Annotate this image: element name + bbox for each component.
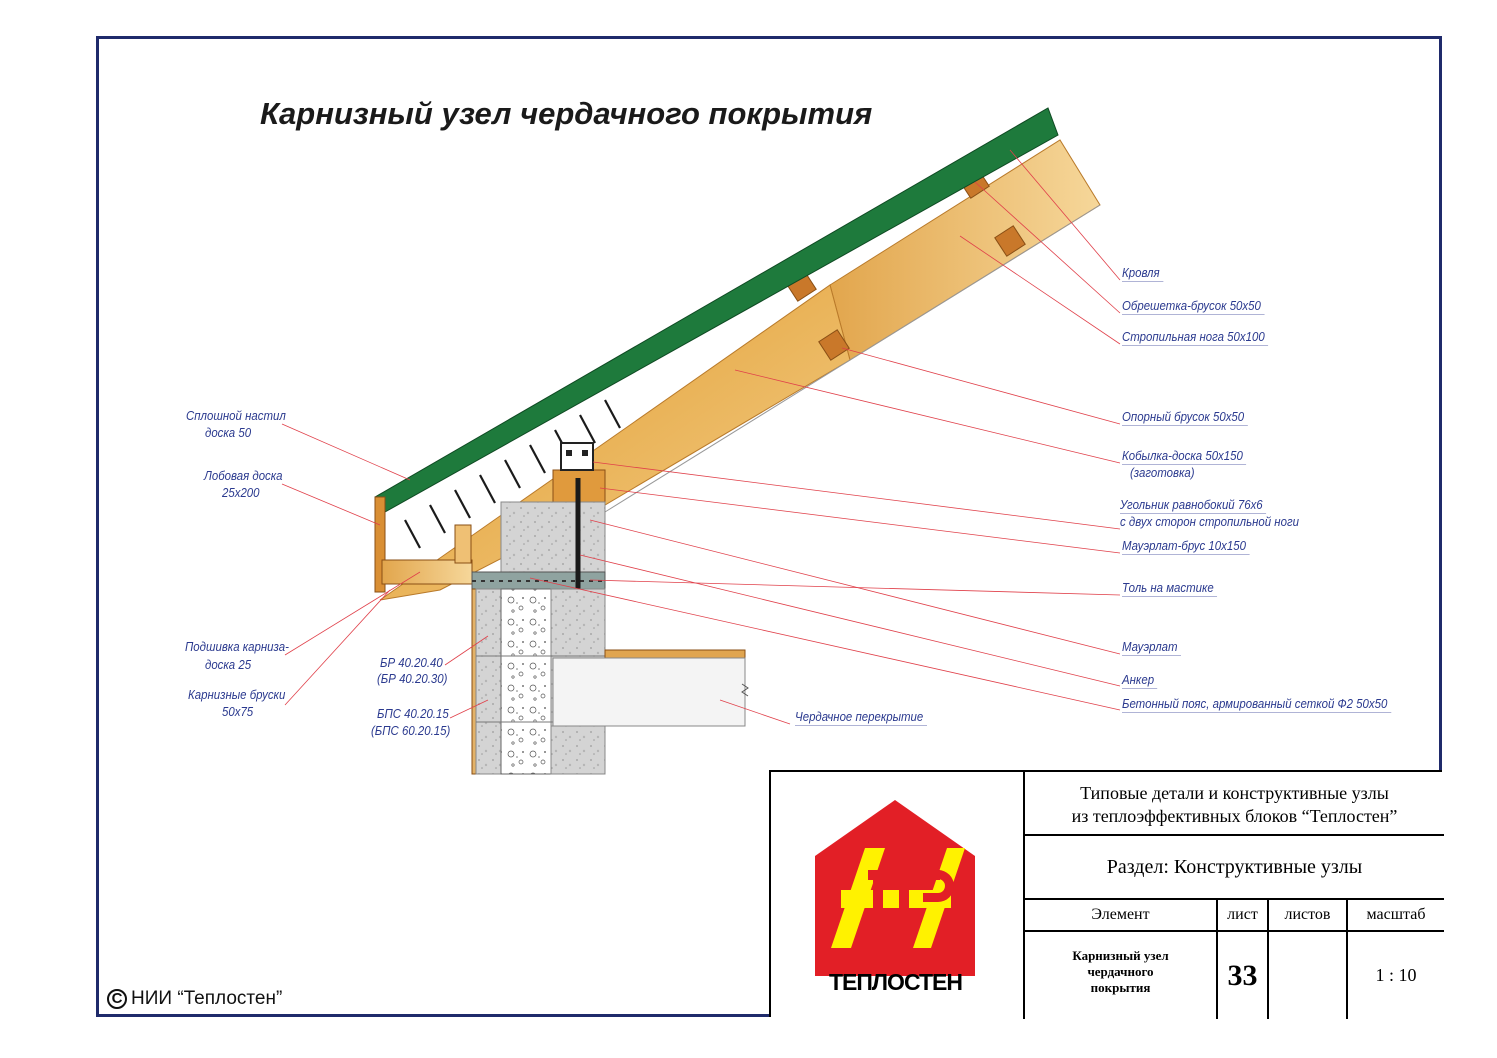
element-name-line-1: Карнизный узел <box>1072 948 1169 963</box>
roof-covering <box>374 107 1059 513</box>
wall-block-br <box>475 588 502 775</box>
copyright: C НИИ “Теплостен” <box>107 988 282 1010</box>
label-ugolnik-1: Угольник равнобокий 76х6 <box>1120 496 1267 514</box>
label-tol: Толь на мастике <box>1122 579 1218 597</box>
element-name-line-3: покрытия <box>1090 980 1151 995</box>
label-mauerlat-brus: Мауэрлат-брус 10х150 <box>1122 537 1250 555</box>
leader-lines <box>281 149 1121 725</box>
drawing-title: Карнизный узел чердачного покрытия <box>260 96 873 131</box>
floor-slab-top <box>604 649 746 659</box>
stamp-heading-1: Типовые детали и конструктивные узлы <box>1080 782 1389 803</box>
copyright-icon: C <box>107 989 127 1009</box>
cornice-post <box>454 524 472 564</box>
attic-floor-slab <box>552 657 746 727</box>
col-scale: масштаб <box>1366 906 1426 923</box>
support-batten <box>818 329 850 361</box>
title-block: ТЕПЛОСТЕН Типовые детали и конструктивны… <box>769 770 1444 1019</box>
label-br-2: (БР 40.20.30) <box>377 671 448 686</box>
fascia-board <box>374 496 386 593</box>
support-batten <box>994 225 1026 257</box>
label-obreshetka: Обрешетка-брусок 50х50 <box>1122 297 1265 315</box>
sheet-number: 33 <box>1227 958 1258 992</box>
label-ugolnik-2: с двух сторон стропильной ноги <box>1120 514 1299 529</box>
label-mauerlat: Мауэрлат <box>1122 638 1182 656</box>
label-lobovaya-2: 25х200 <box>222 485 260 500</box>
label-lobovaya-1: Лобовая доска <box>204 468 283 483</box>
label-stropilnaya: Стропильная нога 50х100 <box>1122 328 1269 346</box>
label-perekrytie: Чердачное перекрытие <box>795 708 927 726</box>
wall-block-upper <box>500 501 606 573</box>
label-krovlya: Кровля <box>1122 264 1164 282</box>
label-beton: Бетонный пояс, армированный сеткой Ф2 50… <box>1122 695 1391 713</box>
col-element: Элемент <box>1091 906 1150 923</box>
label-nastil-2: доска 50 <box>205 425 252 440</box>
rafter-lower <box>379 284 851 601</box>
scale-value: 1 : 10 <box>1375 965 1417 985</box>
stamp-section: Раздел: Конструктивные узлы <box>1106 855 1363 878</box>
col-listov: листов <box>1284 906 1331 923</box>
label-nastil-1: Сплошной настил <box>186 408 286 423</box>
copyright-text: НИИ “Теплостен” <box>131 988 283 1009</box>
label-bruski-1: Карнизные бруски <box>188 687 286 702</box>
stamp-heading-2: из теплоэффективных блоков “Теплостен” <box>1071 805 1398 826</box>
angle-bracket <box>560 442 594 471</box>
label-bps-1: БПС 40.20.15 <box>377 706 449 721</box>
element-name-line-2: чердачного <box>1087 964 1154 979</box>
wall-block-bps <box>500 588 552 775</box>
element-name: Карнизный узел чердачного покрытия <box>1025 948 1216 996</box>
label-opornyi: Опорный брусок 50х50 <box>1122 408 1248 426</box>
label-br-1: БР 40.20.40 <box>380 655 443 670</box>
logo-text: ТЕПЛОСТЕН <box>829 968 963 995</box>
label-kobylka-2: (заготовка) <box>1130 465 1195 480</box>
label-anker: Анкер <box>1122 671 1158 689</box>
col-list: лист <box>1227 906 1258 923</box>
sheets-total <box>1269 932 1346 1019</box>
teplosten-logo <box>815 800 975 976</box>
label-bps-2: (БПС 60.20.15) <box>371 723 451 738</box>
label-podshivka-1: Подшивка карниза- <box>185 639 289 654</box>
label-bruski-2: 50х75 <box>222 704 254 719</box>
soffit-board <box>381 559 473 585</box>
label-podshivka-2: доска 25 <box>205 657 252 672</box>
label-kobylka-1: Кобылка-доска 50х150 <box>1122 447 1247 465</box>
